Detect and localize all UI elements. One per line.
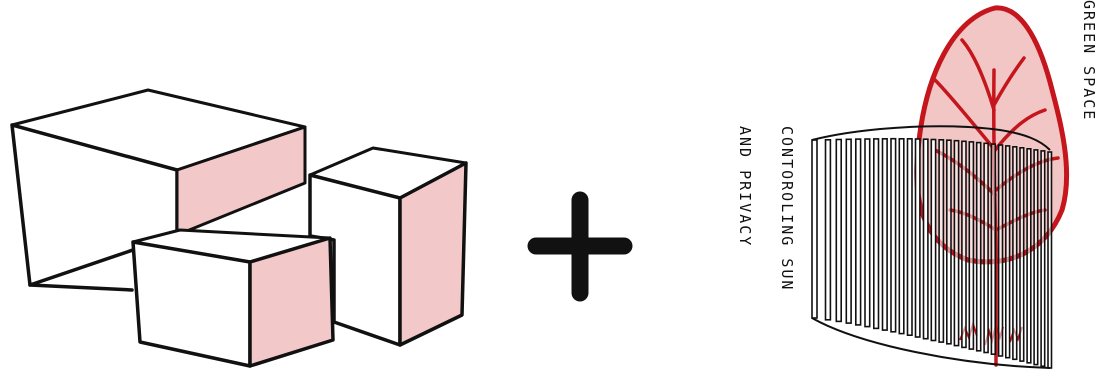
screen-fin [922, 138, 929, 340]
screen-fin [890, 137, 897, 333]
screen-fin [1012, 146, 1018, 361]
screen-fin [864, 138, 871, 328]
screen-fin [881, 138, 888, 331]
plus-icon [527, 191, 633, 302]
screen-fin [906, 138, 913, 336]
screen-fin [945, 139, 952, 345]
screen-fin [824, 139, 832, 321]
screen-fin [854, 138, 862, 326]
screen-fin [1047, 151, 1053, 369]
screen-fin [872, 138, 880, 330]
screen-fin [953, 139, 960, 347]
screen-fin [938, 139, 945, 343]
screen-fin [1026, 148, 1032, 364]
screen-fin [1033, 149, 1039, 366]
screen-fin [811, 139, 818, 319]
screen-top-rim [811, 125, 1051, 151]
screen-fin [968, 141, 975, 350]
screen-fin [898, 138, 905, 335]
front-box [131, 228, 335, 368]
screen-fin [961, 140, 967, 349]
screen-fin [990, 143, 997, 356]
label-and-privacy: AND PRIVACY [736, 126, 754, 248]
screen-bottom-rim [811, 317, 1051, 369]
screen-fin [983, 142, 989, 354]
vertical-fin-screen [811, 125, 1053, 369]
screen-fin [1004, 145, 1011, 359]
label-controlling-sun: CONTOROLING SUN [778, 126, 796, 292]
screen-fin [845, 138, 852, 324]
screen-fin [914, 138, 921, 338]
screen-fin [1040, 150, 1046, 367]
tall-box [308, 146, 468, 347]
screen-fin [975, 141, 982, 352]
screen-fin [1019, 147, 1025, 362]
screen-fin [997, 144, 1004, 357]
screen-fin [835, 138, 842, 323]
label-green-space: GREEN SPACE [1080, 0, 1098, 122]
screen-fin [930, 138, 937, 342]
building-massing-sketch [10, 88, 468, 368]
